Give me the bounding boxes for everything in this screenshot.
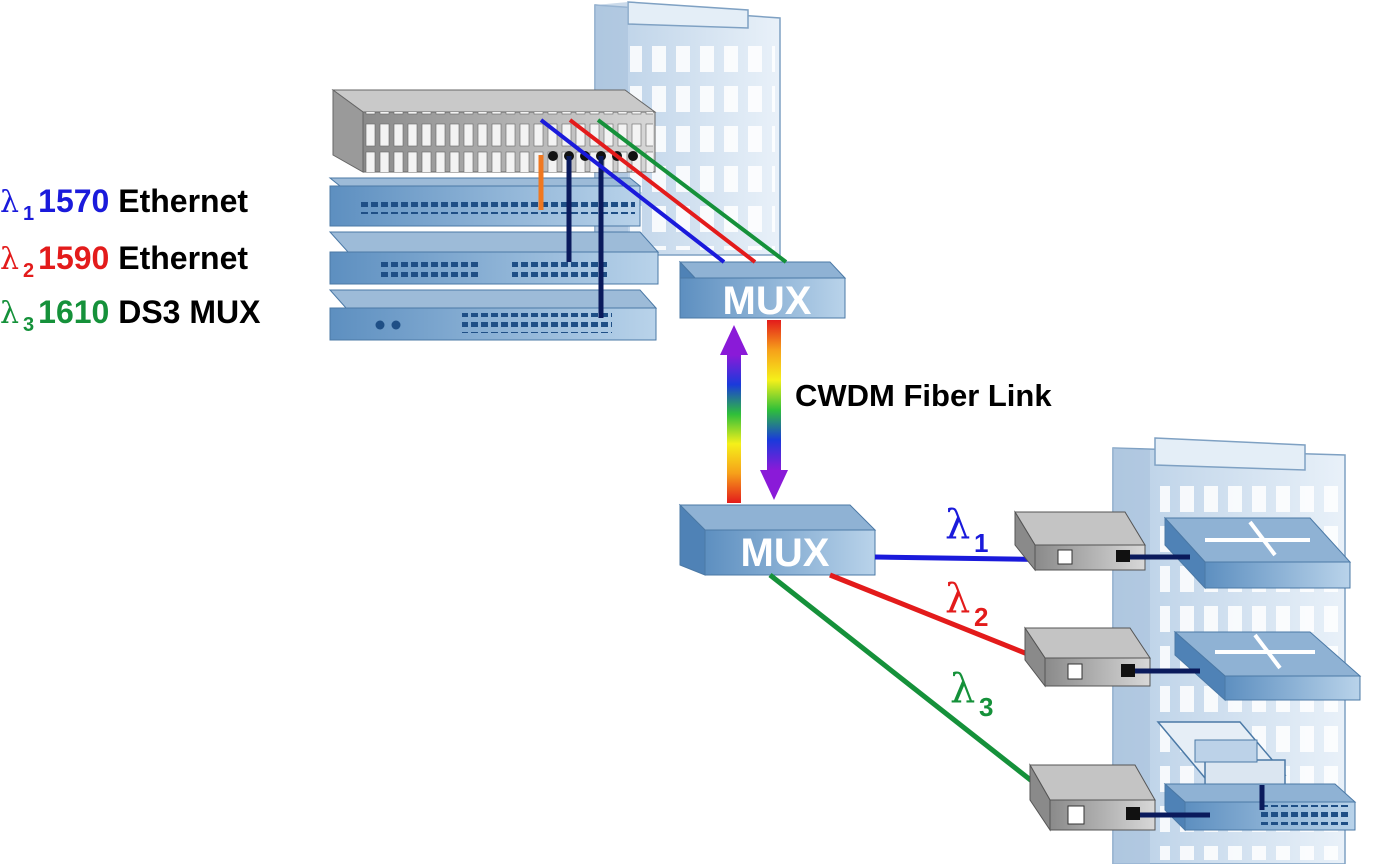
legend-1-sub: 1 (23, 203, 35, 225)
fiber-lines-top (539, 118, 788, 264)
mux-top-label: MUX (723, 279, 812, 323)
ds3-mux-device (328, 289, 658, 341)
router-arrows-icon (1205, 520, 1310, 557)
legend-3-symbol: λ (0, 296, 20, 331)
link-label: CWDM Fiber Link (795, 378, 1052, 413)
fiber-lines-bottom (768, 554, 1077, 817)
legend-1-symbol: λ (0, 185, 20, 220)
legend-2-symbol: λ (0, 242, 20, 277)
downlink-arrow (760, 320, 788, 500)
media-converter-chassis (331, 89, 657, 173)
mux-bottom-label: MUX (741, 531, 830, 575)
lambda-1-symbol: λ (945, 502, 970, 548)
legend-1-service: Ethernet (118, 183, 249, 219)
legend-3-wavelength: 1610 (38, 294, 110, 330)
branch-label-1: λ 1 (945, 502, 988, 558)
media-converter-3 (1029, 763, 1156, 832)
telephone (1156, 721, 1287, 786)
router-2 (1173, 630, 1362, 702)
legend-2-sub: 2 (23, 260, 35, 282)
lambda-2-symbol: λ (945, 576, 970, 622)
mux-top: MUX (678, 260, 847, 323)
media-converter-2 (1024, 626, 1151, 688)
lambda-3-sub: 3 (979, 692, 993, 722)
lambda-3-symbol: λ (950, 666, 975, 712)
legend-2-service: Ethernet (118, 240, 249, 276)
lambda-1-sub: 1 (974, 528, 988, 558)
media-converter-1 (1014, 510, 1146, 572)
branch-label-3: λ 3 (950, 666, 993, 722)
patch-panel (328, 177, 642, 227)
lambda-2-sub: 2 (974, 602, 988, 632)
branch-label-2: λ 2 (945, 576, 988, 632)
ethernet-switch-1 (328, 231, 660, 285)
mux-bottom: MUX (678, 503, 877, 576)
router-1 (1163, 516, 1352, 590)
uplink-arrow (720, 325, 748, 503)
legend-3-sub: 3 (23, 314, 35, 336)
legend-3-service: DS3 MUX (118, 294, 261, 330)
device-patch-cords (1130, 554, 1265, 818)
legend-1-wavelength: 1570 (38, 183, 110, 219)
rack-patch-cables (538, 155, 604, 318)
legend-2-wavelength: 1590 (38, 240, 110, 276)
router-arrows-icon (1215, 633, 1315, 670)
